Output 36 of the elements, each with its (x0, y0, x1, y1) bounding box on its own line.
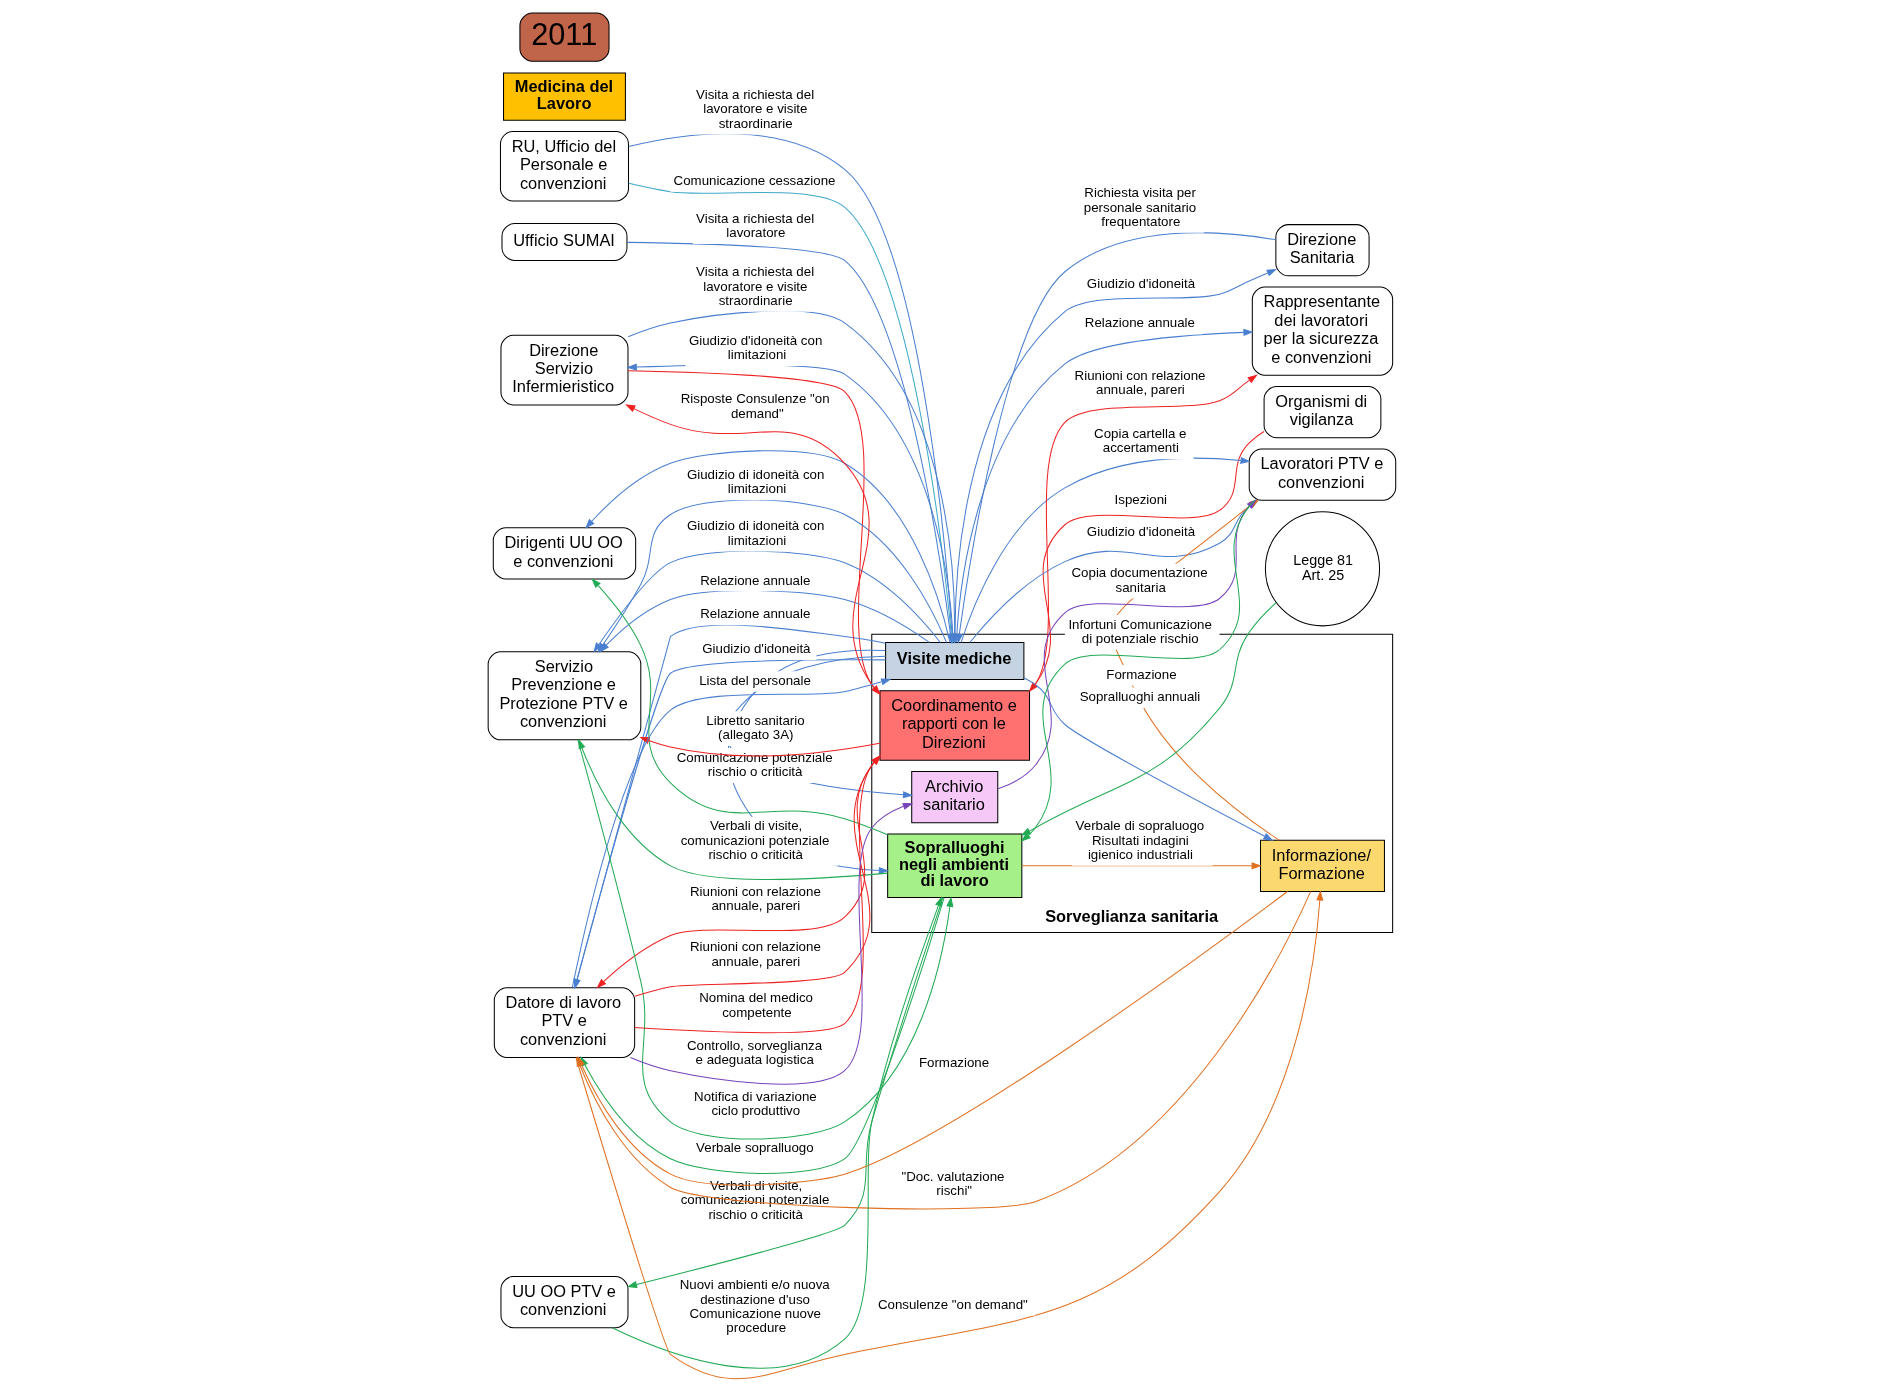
edge-label: Comunicazione potenziale rischio o criticità (676, 749, 833, 779)
edge-label: Nomina del medico competente (699, 989, 813, 1020)
edge-label: "Doc. valutazione rischi" (901, 1168, 1005, 1198)
edge-label: Riunioni con relazione annuale, pareri (689, 938, 821, 969)
edge-label: Notifica di variazione ciclo produttivo (694, 1088, 817, 1118)
edge-label: Copia documentazione sanitaria (1071, 564, 1208, 595)
edge-label: Relazione annuale (700, 605, 811, 621)
edge-label: Verbali di visite, comunicazioni potenziale rischio o criticità (680, 817, 830, 862)
edge-label: Sopralluoghi annuali (1079, 688, 1201, 704)
edge-label: Comunicazione cessazione (673, 172, 836, 188)
edge-label: Giudizio di idoneità con limitazioni (686, 517, 825, 548)
edge-label: Formazione (1106, 666, 1177, 682)
edge-label: Giudizio d'idoneità (1086, 275, 1196, 291)
edge-label: Giudizio d'idoneità (1086, 523, 1196, 539)
edge-label: Libretto sanitario (allegato 3A) (706, 712, 805, 742)
edge-label: Visita a richiesta del lavoratore e visite straordinarie (696, 86, 815, 131)
edge-label: Ispezioni (1114, 491, 1168, 507)
edge-label: Relazione annuale (1084, 314, 1195, 330)
edge-label: Visita a richiesta del lavoratore (696, 210, 815, 240)
edge-label: Nuovi ambienti e/o nuova destinazione d'uso Comunicazione nuove procedure (679, 1276, 830, 1335)
edge-label: Visita a richiesta del lavoratore e visite straordinarie (696, 263, 815, 308)
edge-label: Riunioni con relazione annuale, pareri (1074, 367, 1206, 397)
edge-label: Copia cartella e accertamenti (1094, 425, 1187, 455)
edge-label: Giudizio d'idoneità (702, 640, 811, 656)
edge-label: Formazione (918, 1054, 990, 1070)
edge-label: Giudizio di idoneità con limitazioni (686, 466, 825, 496)
edge-label: Richiesta visita per personale sanitario frequentatore (1083, 184, 1197, 229)
edge-label: Relazione annuale (700, 572, 811, 588)
edge-label: Giudizio d'idoneità con limitazioni (688, 332, 823, 362)
edge-label: Verbale sopralluogo (696, 1139, 814, 1155)
edge-label: Riunioni con relazione annuale, pareri (689, 883, 821, 913)
edge-label: Risposte Consulenze "on demand" (680, 390, 830, 421)
edge-label: Verbale di sopraluogo Risultati indagini igienico industriali (1075, 817, 1205, 862)
edge-label: Lista del personale (699, 672, 811, 688)
edge-label: Controllo, sorveglianza e adeguata logistica (686, 1037, 823, 1067)
edge-label: Consulenze "on demand" (877, 1296, 1028, 1312)
